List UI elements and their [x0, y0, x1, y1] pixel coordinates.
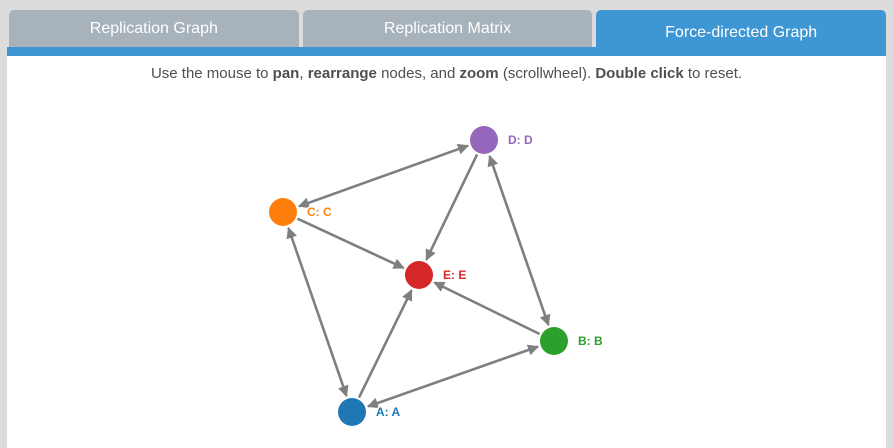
graph-node-label-B: B: B	[578, 334, 603, 348]
graph-edge-B-E	[433, 281, 541, 336]
instruction-segment: nodes, and	[376, 65, 460, 82]
graph-node-label-E: E: E	[443, 268, 466, 282]
instruction-segment: Use the mouse to	[150, 65, 273, 82]
graph-edge-C-E	[296, 217, 405, 270]
graph-node-B[interactable]	[540, 327, 568, 355]
instruction-bold-segment: Double click	[595, 65, 684, 82]
graph-edge-C-D	[297, 143, 470, 209]
graph-edge-A-B	[366, 344, 540, 409]
instruction-segment: to reset.	[683, 65, 743, 82]
active-tab-underline	[7, 47, 886, 56]
graph-node-label-C: C: C	[307, 205, 332, 219]
tab-bar: Replication Graph Replication Matrix For…	[9, 10, 887, 56]
graph-node-A[interactable]	[338, 398, 366, 426]
instruction-text: Use the mouse to pan, rearrange nodes, a…	[7, 56, 886, 82]
graph-node-C[interactable]	[269, 198, 297, 226]
instruction-segment: (scrollwheel).	[498, 65, 596, 82]
tab-force-directed-graph[interactable]: Force-directed Graph	[596, 10, 887, 56]
graph-node-D[interactable]	[470, 126, 498, 154]
graph-edge-A-E	[357, 289, 413, 399]
graph-edge-D-E	[425, 153, 479, 261]
graph-edge-B-D	[487, 155, 551, 326]
instruction-bold-segment: zoom	[459, 65, 499, 82]
graph-node-E[interactable]	[405, 261, 433, 289]
instruction-bold-segment: rearrange	[307, 65, 377, 82]
graph-node-label-A: A: A	[376, 405, 401, 419]
tab-replication-graph[interactable]: Replication Graph	[9, 10, 299, 47]
instruction-bold-segment: pan	[272, 65, 300, 82]
tab-replication-matrix[interactable]: Replication Matrix	[302, 10, 593, 47]
graph-edge-A-C	[286, 227, 349, 397]
instruction-segment: ,	[299, 65, 308, 82]
graph-node-label-D: D: D	[508, 133, 533, 147]
